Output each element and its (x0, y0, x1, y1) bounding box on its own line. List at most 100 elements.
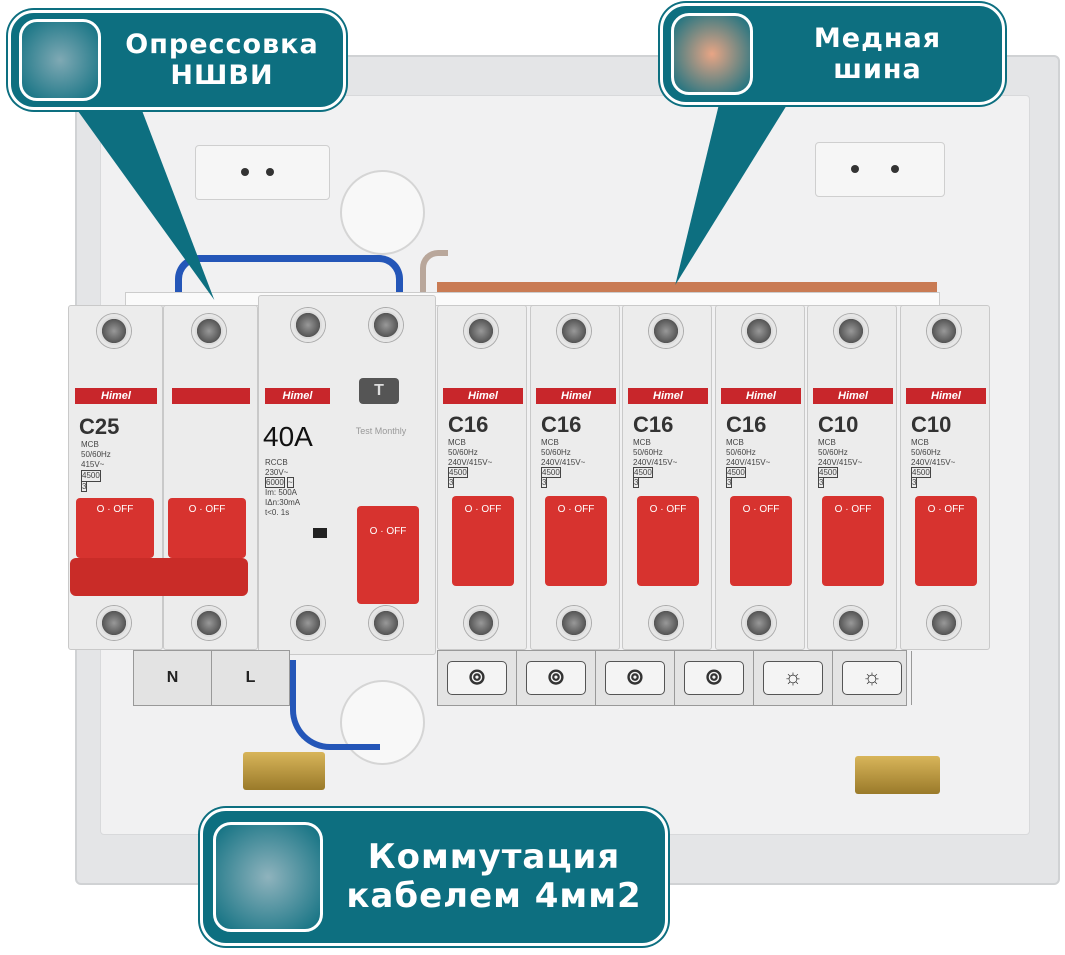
brand-logo: Himel (906, 388, 986, 404)
copper-busbar-icon (671, 13, 753, 95)
breaker-rating: C16 (726, 412, 767, 437)
brand-logo: Himel (813, 388, 893, 404)
circuit-label: ⊚ (596, 651, 675, 705)
circuit-label: ⊚ (517, 651, 596, 705)
test-button[interactable]: T (359, 378, 399, 404)
label-neutral: N (134, 651, 212, 705)
socket-icon: ⊚ (605, 661, 665, 695)
terminal-screw (742, 606, 776, 640)
brand-stripe (172, 388, 250, 404)
copper-busbar (437, 282, 937, 294)
cable-icon (213, 822, 323, 932)
terminal-screw (557, 606, 591, 640)
terminal-screw (649, 314, 683, 348)
ferrule-icon (19, 19, 101, 101)
terminal-screw (192, 314, 226, 348)
terminal-screw (97, 606, 131, 640)
terminal-screw (834, 606, 868, 640)
brand-logo: Himel (628, 388, 708, 404)
cable-entry (340, 170, 425, 255)
rcd-rating: 40A (263, 421, 313, 452)
terminal-screw (291, 308, 325, 342)
breaker-toggle[interactable]: O · OFF (637, 496, 699, 586)
mounting-bracket (815, 142, 945, 197)
terminal-screw (742, 314, 776, 348)
brand-logo: Himel (265, 388, 330, 404)
terminal-screw (192, 606, 226, 640)
brown-wire (420, 250, 448, 300)
breaker-rating: C16 (633, 412, 674, 437)
light-bulb-icon: ☼ (763, 661, 823, 695)
main-breaker-pole-2 (163, 305, 258, 650)
terminal-screw (464, 606, 498, 640)
circuit-label: ⊚ (675, 651, 754, 705)
breaker-toggle[interactable]: O · OFF (730, 496, 792, 586)
breaker-rating: C25 (79, 414, 120, 439)
breaker-rating: C16 (448, 412, 489, 437)
indicator-window (313, 528, 327, 538)
terminal-screw (927, 314, 961, 348)
breaker-rating: C16 (541, 412, 582, 437)
terminal-screw (649, 606, 683, 640)
brand-logo: Himel (443, 388, 523, 404)
circuit-label: ☼ (754, 651, 833, 705)
terminal-screw (834, 314, 868, 348)
terminal-screw (291, 606, 325, 640)
brand-logo: Himel (721, 388, 801, 404)
rcd-toggle[interactable]: O · OFF (357, 506, 419, 604)
brand-logo: Himel (75, 388, 157, 404)
mounting-bracket (195, 145, 330, 200)
terminal-screw (557, 314, 591, 348)
blue-wire (175, 255, 403, 305)
breaker-toggle[interactable]: O · OFF (452, 496, 514, 586)
light-bulb-icon: ☼ (842, 661, 902, 695)
din-rail (125, 292, 940, 306)
socket-icon: ⊚ (447, 661, 507, 695)
terminal-screw (97, 314, 131, 348)
main-breaker-toggle[interactable]: O · OFF (76, 498, 154, 558)
neutral-terminal-block (243, 752, 325, 790)
socket-icon: ⊚ (684, 661, 744, 695)
test-monthly-label: Test Monthly (355, 426, 407, 436)
label-line: L (245, 669, 256, 686)
terminal-screw (927, 606, 961, 640)
breaker-toggle[interactable]: O · OFF (915, 496, 977, 586)
breaker-tie-bar[interactable] (70, 558, 248, 596)
breaker-rating: C10 (818, 412, 859, 437)
breaker-toggle[interactable]: O · OFF (822, 496, 884, 586)
terminal-screw (464, 314, 498, 348)
brand-logo: Himel (536, 388, 616, 404)
socket-icon: ⊚ (526, 661, 586, 695)
breaker-rating: C10 (911, 412, 952, 437)
breaker-toggle[interactable]: O · OFF (545, 496, 607, 586)
circuit-label: ⊚ (438, 651, 517, 705)
main-breaker-toggle[interactable]: O · OFF (168, 498, 246, 558)
cable-wire (290, 660, 380, 750)
label-strip-neutral-line: N L (133, 650, 290, 706)
earth-terminal-block (855, 756, 940, 794)
terminal-screw (369, 308, 403, 342)
circuit-label: ☼ (833, 651, 912, 705)
